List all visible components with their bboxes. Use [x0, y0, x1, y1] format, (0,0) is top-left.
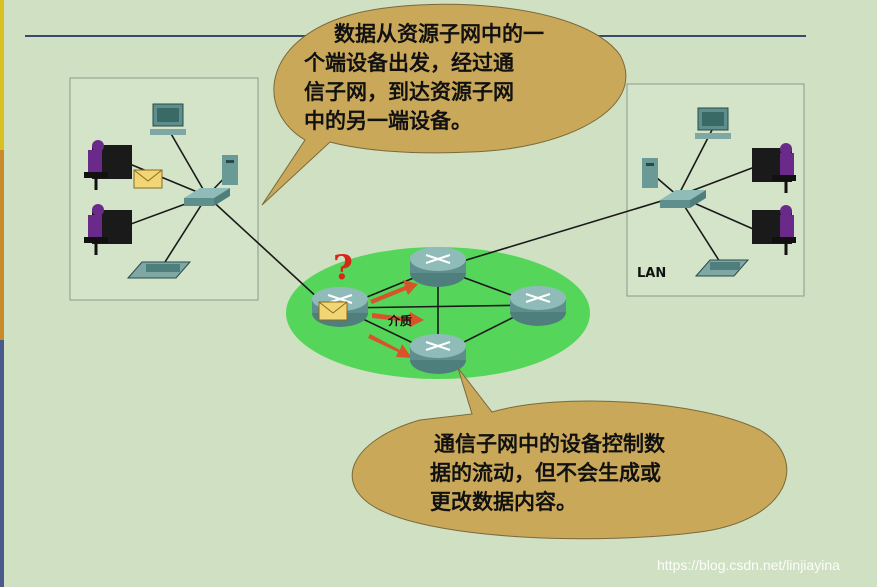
- top-callout-bubble: [261, 3, 627, 206]
- callout-line: 中的另一端设备。: [304, 109, 472, 133]
- watermark: https://blog.csdn.net/linjiayina: [657, 557, 840, 573]
- server-icon: [222, 155, 238, 185]
- computer-icon: [150, 103, 186, 135]
- switch-left: [184, 188, 230, 206]
- computer-icon: [695, 107, 731, 139]
- phone-icon: [694, 259, 750, 277]
- callout-line: 更改数据内容。: [430, 490, 577, 514]
- callout-line: 信子网，到达资源子网: [304, 80, 514, 104]
- left-accent-stripe: [0, 0, 4, 587]
- top-callout-text: 数据从资源子网中的一 个端设备出发，经过通 信子网，到达资源子网 中的另一端设备…: [304, 20, 544, 136]
- callout-line: 据的流动，但不会生成或: [430, 461, 661, 485]
- workstation-icon: [84, 140, 132, 190]
- workstation-icon: [752, 143, 796, 193]
- envelope-icon-lan: [133, 169, 163, 189]
- question-mark-icon: ?: [333, 248, 353, 288]
- router-bottom: [410, 334, 466, 374]
- callout-line: 数据从资源子网中的一: [334, 22, 544, 46]
- switch-right: [660, 190, 706, 208]
- phone-icon: [126, 261, 192, 279]
- flow-arrows: [368, 280, 424, 358]
- workstation-icon: [752, 205, 796, 255]
- workstation-icon: [84, 204, 132, 255]
- bottom-callout-bubble: [351, 367, 788, 540]
- router-right: [510, 286, 566, 326]
- bottom-callout-text: 通信子网中的设备控制数 据的流动，但不会生成或 更改数据内容。: [430, 430, 665, 517]
- server-icon: [642, 158, 658, 188]
- router-top: [410, 247, 466, 287]
- envelope-icon: [318, 301, 348, 321]
- medium-label: 介质: [388, 314, 413, 328]
- lan-label: LAN: [637, 266, 667, 281]
- callout-line: 通信子网中的设备控制数: [434, 432, 665, 456]
- callout-line: 个端设备出发，经过通: [304, 51, 514, 75]
